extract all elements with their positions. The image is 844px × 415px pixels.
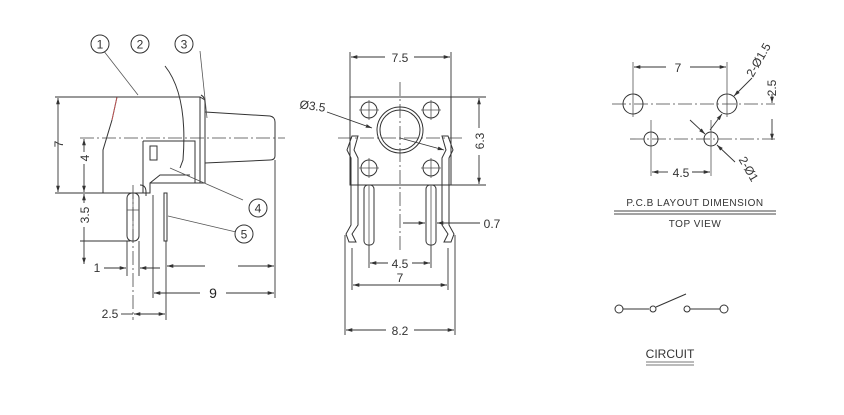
dim-depth: 9 [209,285,217,301]
dim-pin-length: 3.5 [78,206,92,223]
dim-outer-pin-spacing: 7 [397,271,404,285]
dim-small-hole-dia: 2-Ø1 [736,154,762,184]
callout-3: 3 [174,34,194,54]
terminal-4 [719,304,729,314]
dim-pin-thickness: 0.7 [484,217,501,231]
svg-text:1: 1 [97,38,104,52]
svg-text:4: 4 [255,202,262,216]
dim-pin-width: 1 [94,261,101,275]
pcb-layout: 7 2-Ø1.5 2.5 2-Ø1 4.5 P.C.B LAYOUT DIMEN… [612,40,779,230]
pcb-layout-subtitle: TOP VIEW [669,219,722,230]
dim-body-height: 6.3 [473,132,487,149]
actuator [204,111,276,164]
pcb-layout-title: P.C.B LAYOUT DIMENSION [626,198,763,209]
left-leg [345,135,359,243]
right-leg [441,135,455,243]
terminal-1 [614,304,624,314]
mounting-holes [359,100,441,178]
circuit-diagram: CIRCUIT [614,293,729,366]
terminal-3 [683,305,691,313]
front-view: 7.5 Ø3.5 6.3 0.7 4.5 7 8.2 [299,51,501,338]
callout-4: 4 [248,198,268,218]
dim-overall-width: 8.2 [392,324,409,338]
side-body-outline [102,96,201,194]
callout-1: 1 [90,34,110,54]
dim-height-total: 7 [52,140,66,147]
side-view: 1 2 3 4 5 7 4 3.5 [52,34,285,321]
dim-pin-offset: 2.5 [102,307,119,321]
svg-text:2: 2 [137,38,144,52]
circuit-title: CIRCUIT [646,347,695,361]
dim-center-height: 4 [78,154,92,161]
dim-body-width: 7.5 [392,51,409,65]
dim-large-hole-dia: 2-Ø1.5 [743,40,774,79]
svg-text:5: 5 [241,228,248,242]
dim-large-hole-spacing: 7 [675,61,682,75]
dim-small-hole-spacing: 4.5 [673,166,690,180]
callout-2: 2 [130,34,150,54]
pin-rear [163,192,168,242]
button-circle [376,106,424,154]
dim-row-offset: 2.5 [765,79,779,96]
switch-contact [655,293,687,308]
terminal-2 [649,305,657,313]
dim-button-diameter: Ø3.5 [299,97,327,115]
dim-inner-pin-spacing: 4.5 [392,257,409,271]
callout-5: 5 [234,224,254,244]
svg-text:3: 3 [181,38,188,52]
